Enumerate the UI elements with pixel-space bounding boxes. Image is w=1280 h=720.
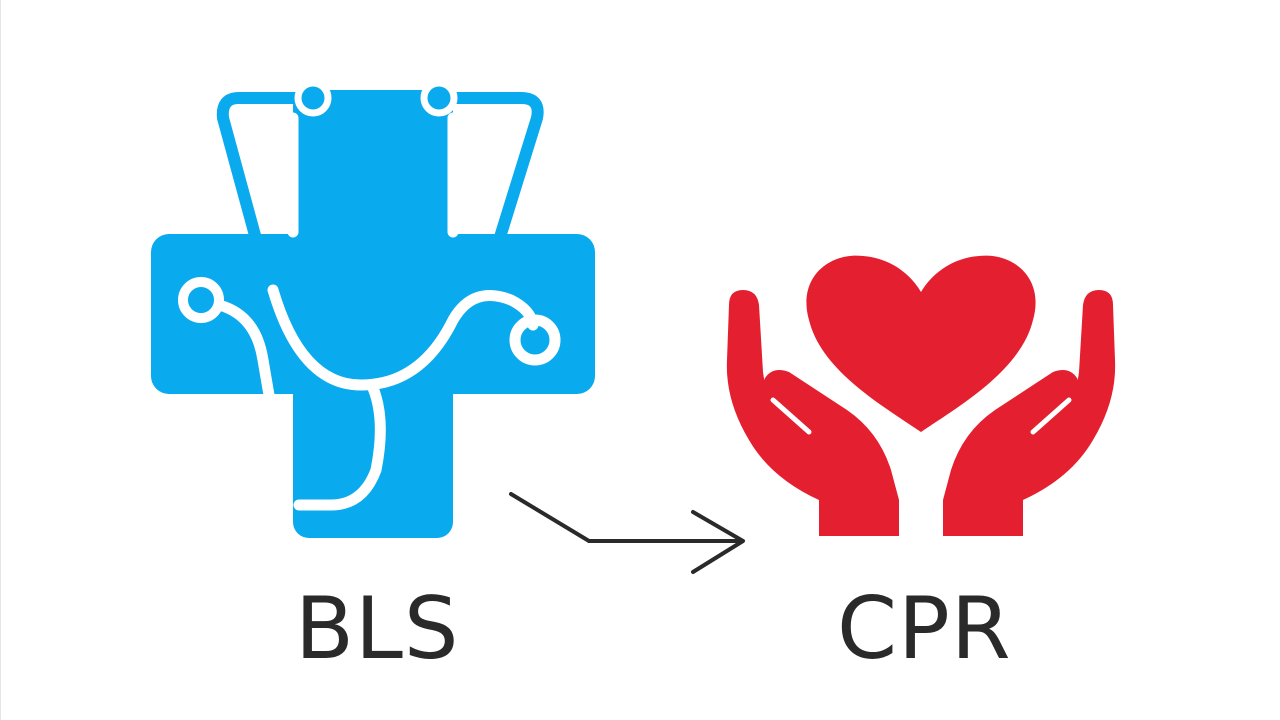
bls-label: BLS: [295, 579, 460, 679]
arrow-right-icon: [509, 492, 745, 574]
cpr-label: CPR: [837, 579, 1012, 679]
hands-holding-heart-icon: [726, 255, 1116, 536]
medical-cross-stethoscope-icon: [151, 79, 595, 538]
